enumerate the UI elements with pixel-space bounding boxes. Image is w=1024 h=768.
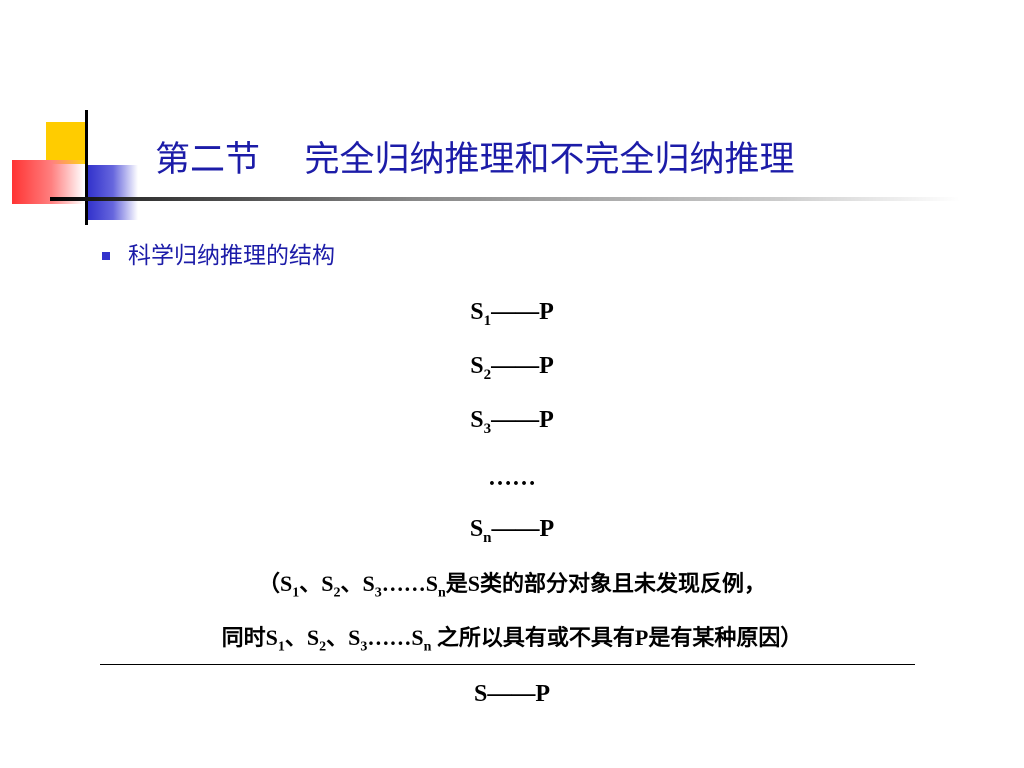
note1-part1: （S — [257, 571, 293, 596]
premise-2-subscript: 2 — [483, 366, 492, 383]
decor-vertical-line — [85, 110, 88, 225]
premise-n: Sn——P — [0, 514, 1024, 546]
premise-3-subscript: 3 — [483, 420, 492, 437]
premise-3-predicate: ——P — [491, 407, 554, 433]
note-line-2: 同时S1、S2、S3……Sn 之所以具有或不具有P是有某种原因） — [0, 623, 1024, 655]
note2-part1: 同时S — [221, 625, 278, 650]
note2-part2: 、S — [284, 625, 320, 650]
premise-1-subject: S — [470, 299, 484, 325]
note2-sub3: 3 — [360, 639, 368, 655]
note2-sub1: 1 — [277, 639, 285, 655]
premise-n-subject: S — [469, 516, 484, 542]
conclusion: S——P — [473, 681, 550, 707]
note1-sub3: 3 — [374, 585, 382, 601]
note-line-1: （S1、S2、S3……Sn是S类的部分对象且未发现反例， — [0, 569, 1024, 601]
premise-ellipsis: …… — [488, 465, 536, 491]
note2-part4: ……S — [367, 625, 424, 650]
note2-part5: 之所以具有或不具有P是有某种原因） — [431, 625, 803, 650]
premise-1-subscript: 1 — [483, 312, 492, 329]
bullet-item: 科学归纳推理的结构 — [102, 240, 335, 272]
title-underline — [50, 197, 960, 201]
premise-1: S1——P — [0, 297, 1024, 329]
note2-part3: 、S — [326, 625, 361, 650]
bullet-square-icon — [102, 252, 110, 260]
note1-sub1: 1 — [292, 585, 300, 601]
note1-part5: 是S类的部分对象且未发现反例， — [445, 571, 767, 596]
bullet-text: 科学归纳推理的结构 — [128, 243, 335, 269]
premise-3: S3——P — [0, 405, 1024, 437]
premise-2-subject: S — [470, 353, 484, 379]
premise-n-subscript: n — [483, 529, 492, 546]
note1-sub2: 2 — [333, 585, 341, 601]
decor-yellow-block — [46, 122, 88, 164]
note1-sub4: n — [437, 585, 446, 601]
premise-2: S2——P — [0, 351, 1024, 383]
premise-2-predicate: ——P — [491, 353, 554, 379]
premise-n-predicate: ——P — [491, 516, 555, 542]
note2-sub4: n — [423, 639, 432, 655]
inference-line — [100, 664, 915, 665]
note1-part3: 、S — [340, 571, 375, 596]
slide-title: 第二节 完全归纳推理和不完全归纳推理 — [155, 140, 795, 180]
note1-part4: ……S — [381, 571, 438, 596]
note1-part2: 、S — [299, 571, 334, 596]
premise-3-subject: S — [470, 407, 484, 433]
decor-red-block — [12, 160, 84, 204]
note2-sub2: 2 — [319, 639, 327, 655]
premise-1-predicate: ——P — [491, 299, 554, 325]
decor-blue-block — [88, 165, 138, 220]
